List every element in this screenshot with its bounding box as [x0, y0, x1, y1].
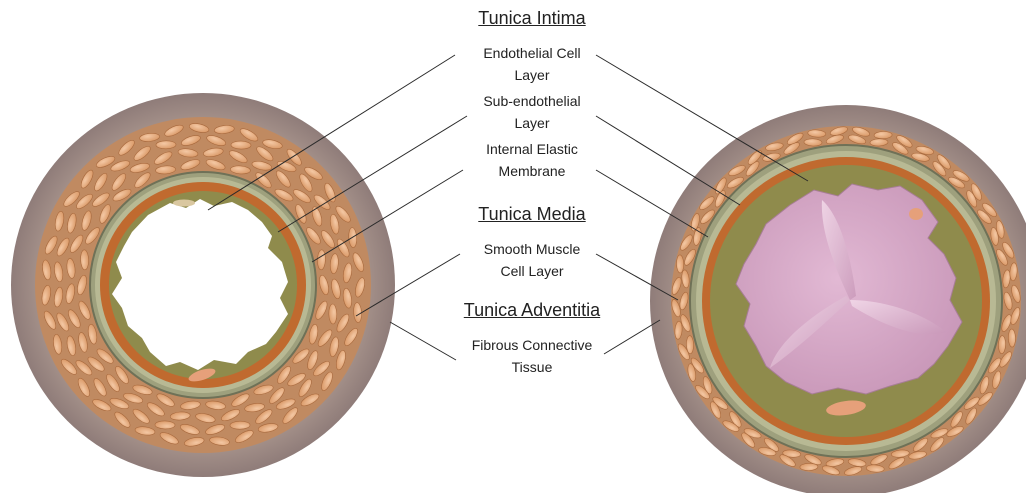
- label-iem-line1: Internal Elastic: [432, 138, 632, 160]
- smooth-muscle-cell: [1008, 329, 1016, 347]
- right-lesion-right: [909, 208, 923, 220]
- label-fibrous-line2: Tissue: [432, 356, 632, 378]
- label-internal-elastic-membrane: Internal Elastic Membrane: [432, 138, 632, 182]
- label-endothelial-cell-layer: Endothelial Cell Layer: [432, 42, 632, 86]
- right-artery: [650, 105, 1026, 493]
- label-iem-line2: Membrane: [432, 160, 632, 182]
- label-smooth-muscle-cell-layer: Smooth Muscle Cell Layer: [432, 238, 632, 282]
- smooth-muscle-cell: [155, 421, 175, 429]
- label-subendothelial-layer: Sub-endothelial Layer: [432, 90, 632, 134]
- smooth-muscle-cell: [998, 336, 1006, 354]
- label-subendothelial-line2: Layer: [432, 112, 632, 134]
- smooth-muscle-cell: [231, 141, 251, 149]
- heading-tunica-intima: Tunica Intima: [432, 6, 632, 30]
- smooth-muscle-cell: [874, 131, 892, 139]
- label-fibrous-connective-tissue: Fibrous Connective Tissue: [432, 334, 632, 378]
- left-lesion-top: [173, 200, 195, 207]
- heading-tunica-adventitia: Tunica Adventitia: [432, 298, 632, 322]
- label-subendothelial-line1: Sub-endothelial: [432, 90, 632, 112]
- left-artery: [11, 93, 395, 477]
- label-fibrous-line1: Fibrous Connective: [432, 334, 632, 356]
- label-smc-line1: Smooth Muscle: [432, 238, 632, 260]
- label-smc-line2: Cell Layer: [432, 260, 632, 282]
- label-endothelial-line2: Layer: [432, 64, 632, 86]
- label-endothelial-line1: Endothelial Cell: [432, 42, 632, 64]
- smooth-muscle-cell: [156, 141, 176, 149]
- heading-tunica-media: Tunica Media: [432, 202, 632, 226]
- smooth-muscle-cell: [800, 463, 818, 471]
- smooth-muscle-cell: [676, 255, 684, 273]
- smooth-muscle-cell: [329, 304, 337, 324]
- smooth-muscle-cell: [230, 421, 250, 429]
